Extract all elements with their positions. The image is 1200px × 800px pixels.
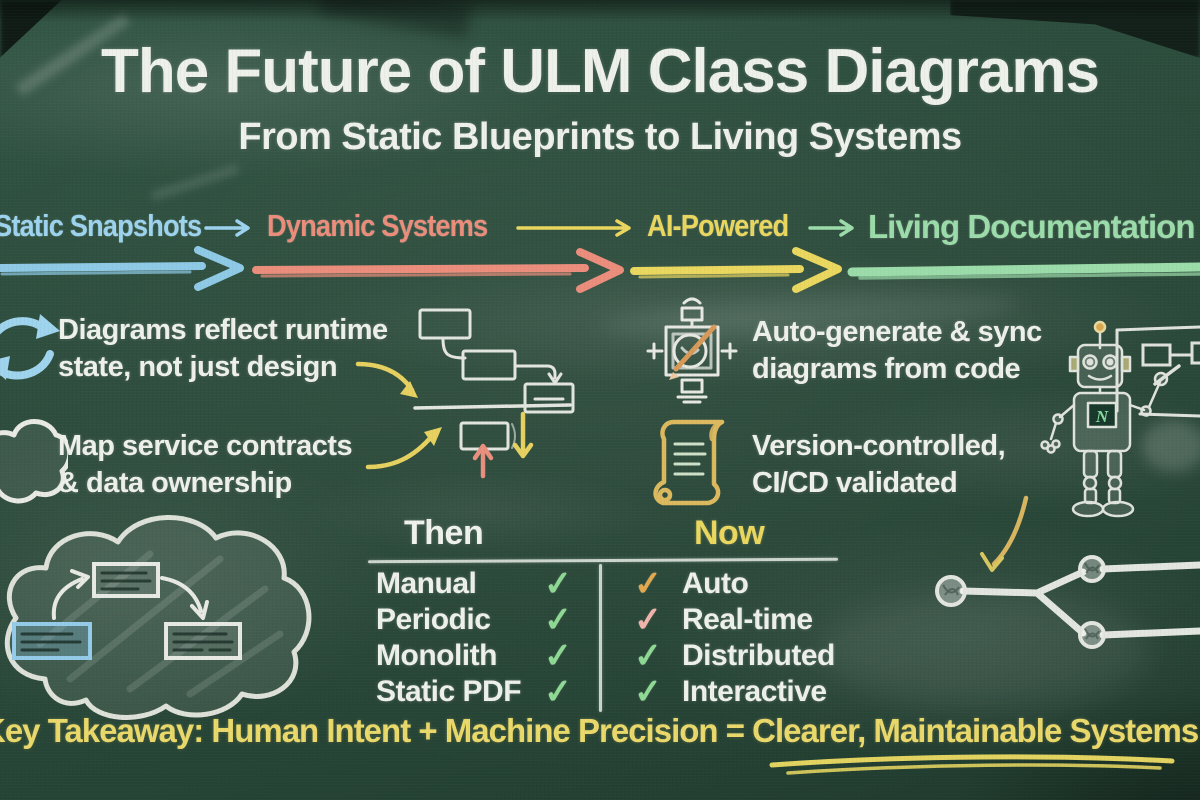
check-icon: ✓ [542,600,574,640]
scroll-icon [653,419,725,506]
table-row: ✓ Auto [608,564,838,604]
table-row: ✓ Distributed [608,636,838,676]
dark-top-band [0,0,1200,22]
now-header: Now [694,514,765,552]
now-column: ✓ Auto ✓ Real-time ✓ Distributed ✓ Interactive [608,564,838,712]
check-icon: ✓ [542,636,574,676]
row-label: Periodic [376,603,491,636]
row-label: Monolith [376,639,497,672]
curved-arrow-icon [980,495,1029,572]
row-label: Auto [682,567,749,600]
takeaway-underline [769,754,1175,775]
arrow-right-icon [516,219,631,237]
feature-text: Map service contracts [58,430,353,462]
uml-sketch [413,308,575,479]
table-row: Static PDF ✓ [376,672,596,712]
check-icon: ✓ [632,672,664,712]
row-label: Distributed [682,639,835,672]
network-diagram [935,555,1200,649]
table-row: Manual ✓ [376,564,596,604]
row-label: Manual [376,567,477,600]
row-label: Real-time [682,603,813,636]
feature-text: Diagrams reflect runtime [58,314,388,346]
check-icon: ✓ [542,672,574,712]
feature-text: Version-controlled, [752,430,1006,462]
timeline-stage-label: Living Documentation [868,208,1195,245]
table-divider-vertical [599,564,602,712]
timeline-stage-label: Static Snapshots [0,208,202,243]
then-header: Then [404,514,484,552]
chalk-streak [150,164,240,201]
feature-text: & data ownership [58,467,292,499]
feature-text: diagrams from code [752,353,1021,385]
check-icon: ✓ [632,636,664,676]
timeline-stage-label: AI-Powered [647,208,789,243]
table-row: Monolith ✓ [376,636,596,676]
curved-arrow-icon [365,427,442,470]
feature-text: state, not just design [58,351,338,383]
row-label: Interactive [682,675,827,708]
dark-streak-top [318,0,472,38]
timeline-arrows [0,246,1200,293]
table-row: ✓ Real-time [608,600,838,640]
cloud-icon [0,419,68,504]
row-label: Static PDF [376,675,522,708]
sync-arrows-icon [0,314,60,380]
svg-text:N: N [1095,407,1109,426]
check-icon: ✓ [632,600,664,640]
comparison-table: Then Now Manual✓Periodic✓Monolith✓Static… [367,514,840,714]
arrow-right-icon [204,219,250,237]
diagram-generator-icon [646,297,738,404]
robot-icon: N [1040,320,1200,518]
curved-arrow-icon [355,361,418,398]
feature-text: CI/CD validated [752,467,958,499]
feature-text: Auto-generate & sync [752,316,1042,348]
arrow-right-icon [808,219,854,237]
table-row: Periodic ✓ [376,600,596,640]
check-icon: ✓ [632,564,664,604]
table-row: ✓ Interactive [608,672,838,712]
table-divider-horizontal [367,557,839,564]
page-title: The Future of ULM Class Diagrams [100,37,1100,106]
then-column: Manual ✓ Periodic ✓ Monolith ✓ Static PDF ✓ [376,564,596,712]
takeaway-text: Key Takeaway: Human Intent + Machine Pre… [0,712,1199,749]
check-icon: ✓ [542,564,574,604]
cloud-diagram [4,515,312,720]
timeline-stage-label: Dynamic Systems [267,208,488,243]
page-subtitle: From Static Blueprints to Living Systems [238,116,962,158]
